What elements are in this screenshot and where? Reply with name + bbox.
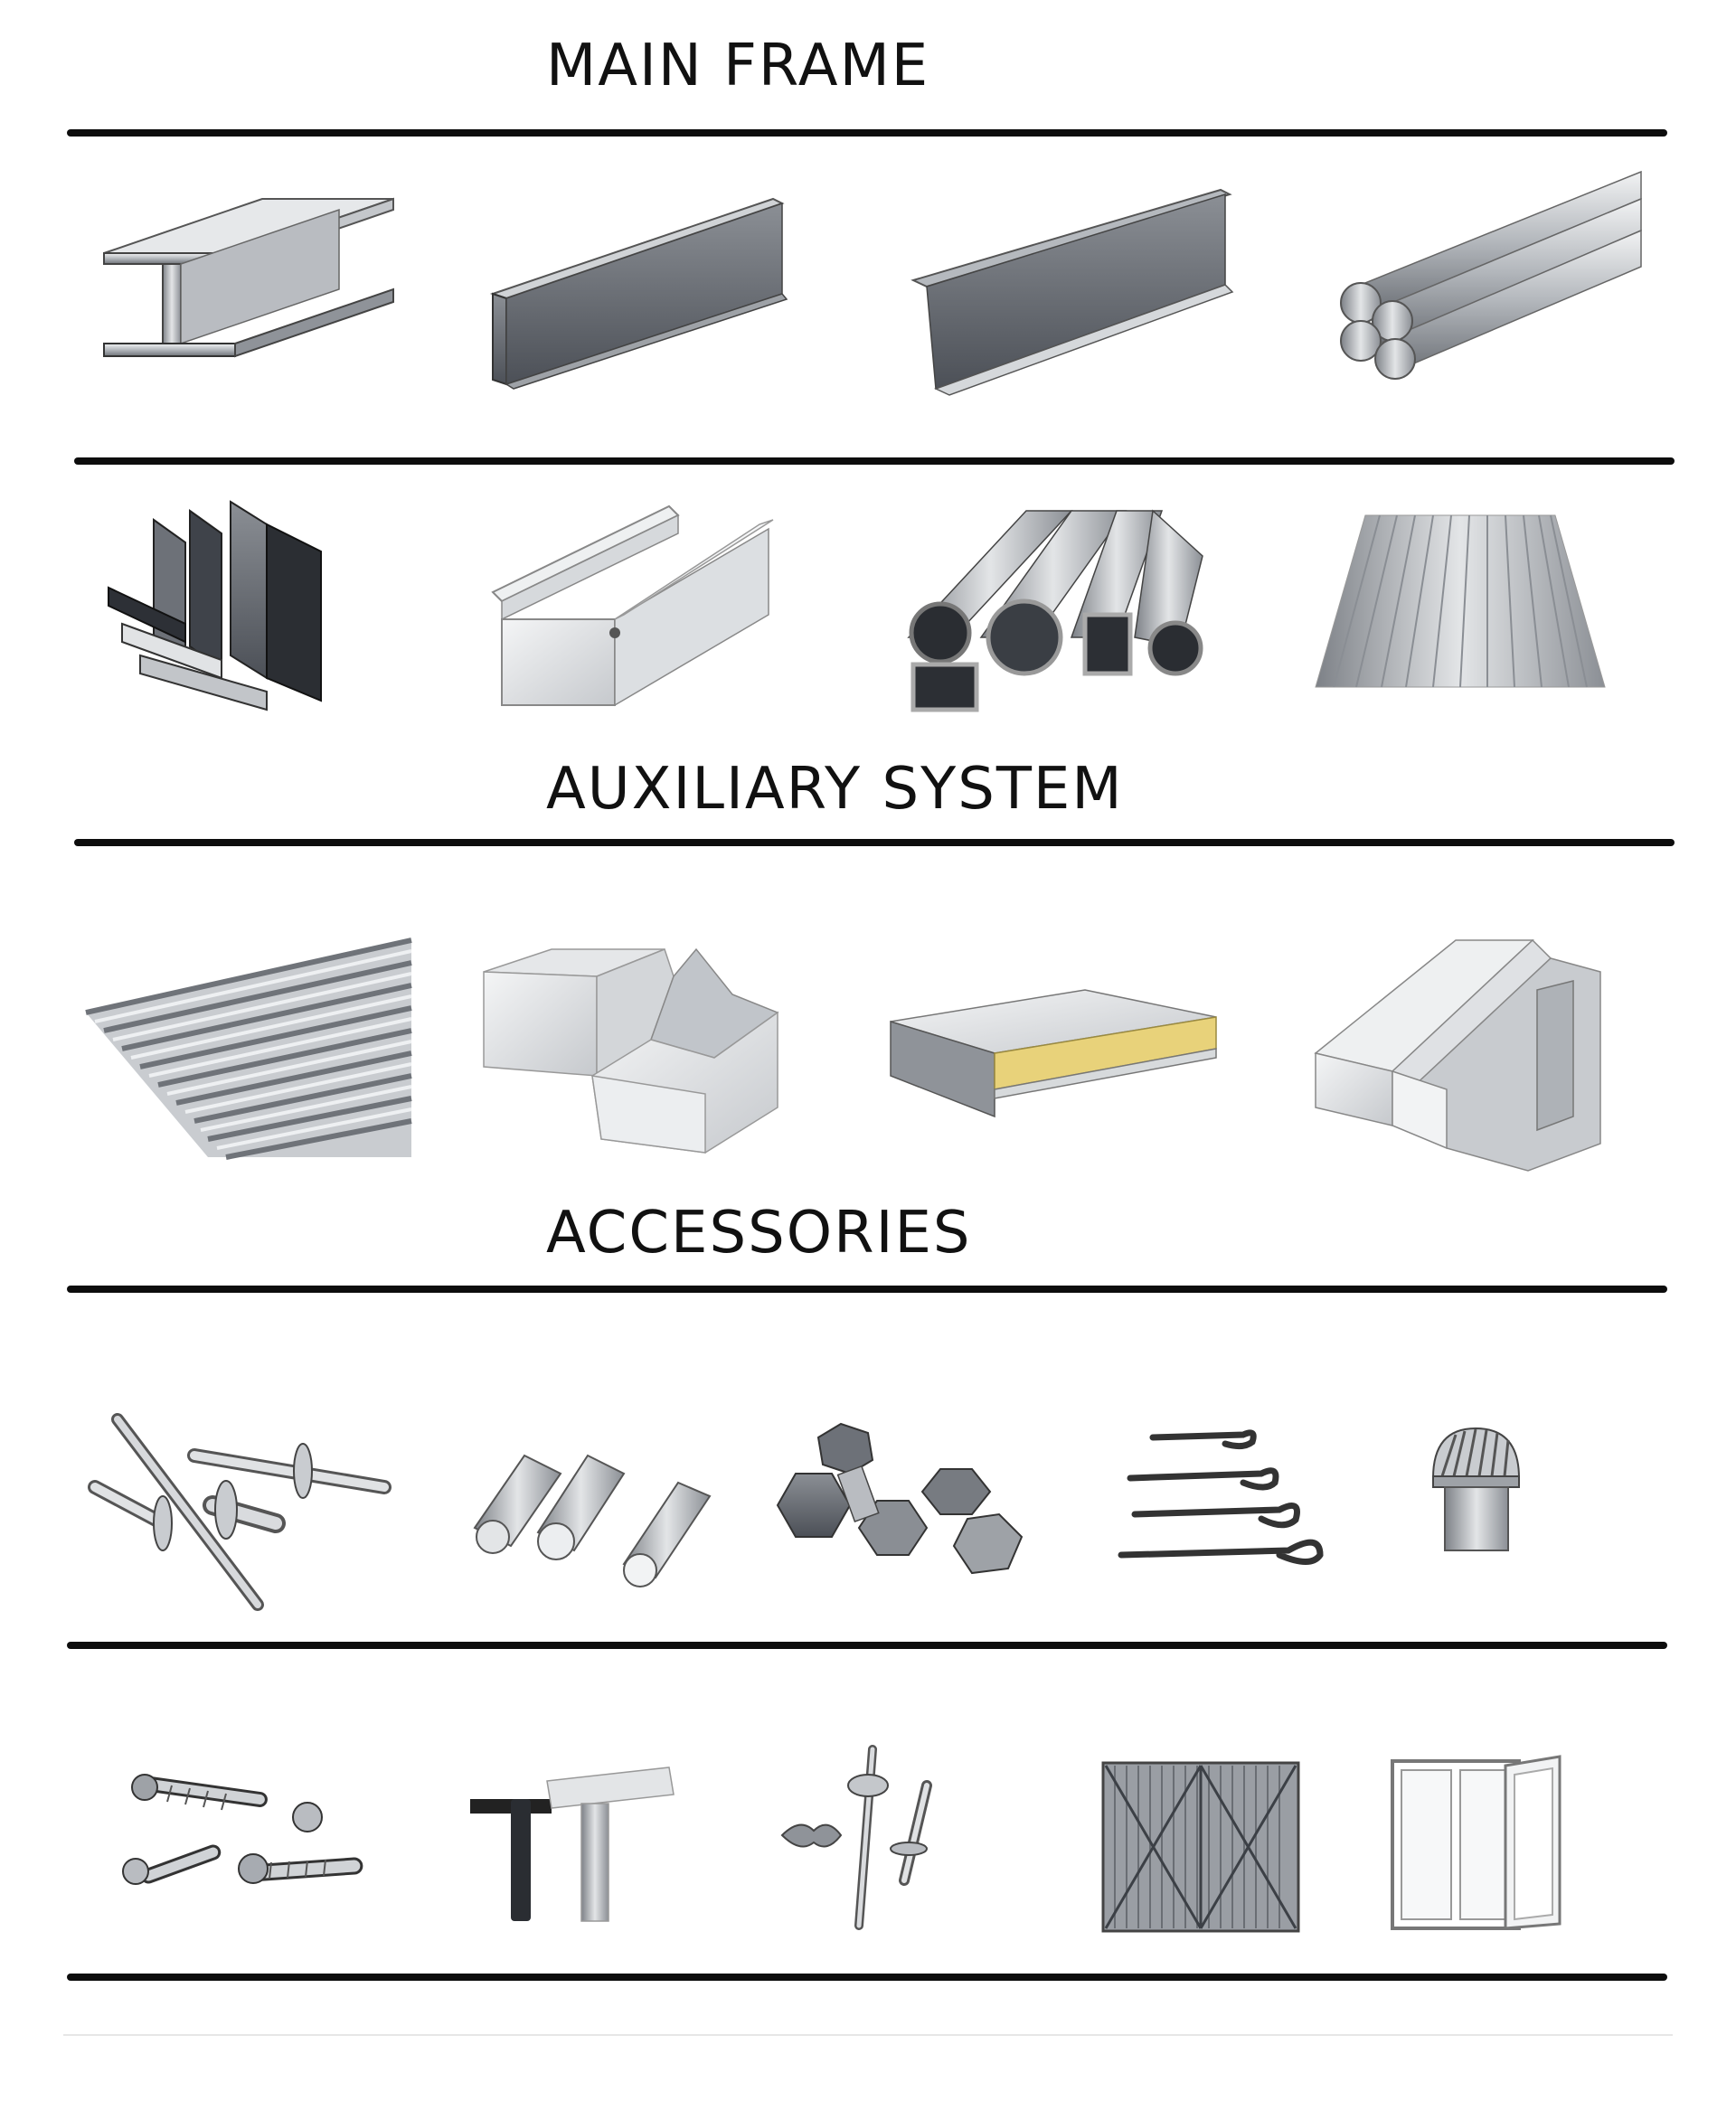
c-channel-icon	[488, 194, 788, 390]
h-beam-icon	[99, 190, 398, 371]
divider	[67, 1286, 1667, 1293]
divider	[67, 1974, 1667, 1981]
rockwool-panel-icon	[886, 985, 1221, 1121]
corrugated-sheet-icon	[81, 936, 416, 1160]
blind-rivet-icon	[86, 1413, 393, 1614]
divider	[74, 839, 1675, 846]
divider	[67, 129, 1667, 137]
section-title-accessories: ACCESSORIES	[546, 1200, 972, 1267]
angle-steel-icon	[104, 497, 330, 723]
floor-deck-icon	[1311, 511, 1609, 688]
self-tapping-screw-icon	[118, 1774, 366, 1912]
gutter-icon	[488, 502, 778, 710]
section-title-auxiliary-system: AUXILIARY SYSTEM	[546, 756, 1124, 823]
z-purlin-icon	[909, 185, 1234, 398]
sandwich-panel-icon	[479, 940, 787, 1157]
rolling-door-icon	[1101, 1761, 1300, 1933]
divider	[74, 457, 1675, 465]
section-title-main-frame: MAIN FRAME	[546, 33, 930, 99]
insulated-panel-icon	[1311, 936, 1609, 1172]
footer-divider	[63, 2034, 1673, 2036]
round-bar-bundle-icon	[1334, 167, 1650, 384]
hex-bolt-icon	[773, 1419, 1031, 1578]
expansion-bolt-icon	[470, 1437, 714, 1588]
steel-pipes-icon	[891, 502, 1225, 719]
rivet-set-icon	[778, 1745, 940, 1930]
gutter-bracket-icon	[466, 1763, 678, 1926]
roof-ventilator-icon	[1429, 1424, 1524, 1555]
window-icon	[1388, 1752, 1564, 1933]
anchor-bolt-icon	[1117, 1424, 1334, 1565]
divider	[67, 1642, 1667, 1649]
